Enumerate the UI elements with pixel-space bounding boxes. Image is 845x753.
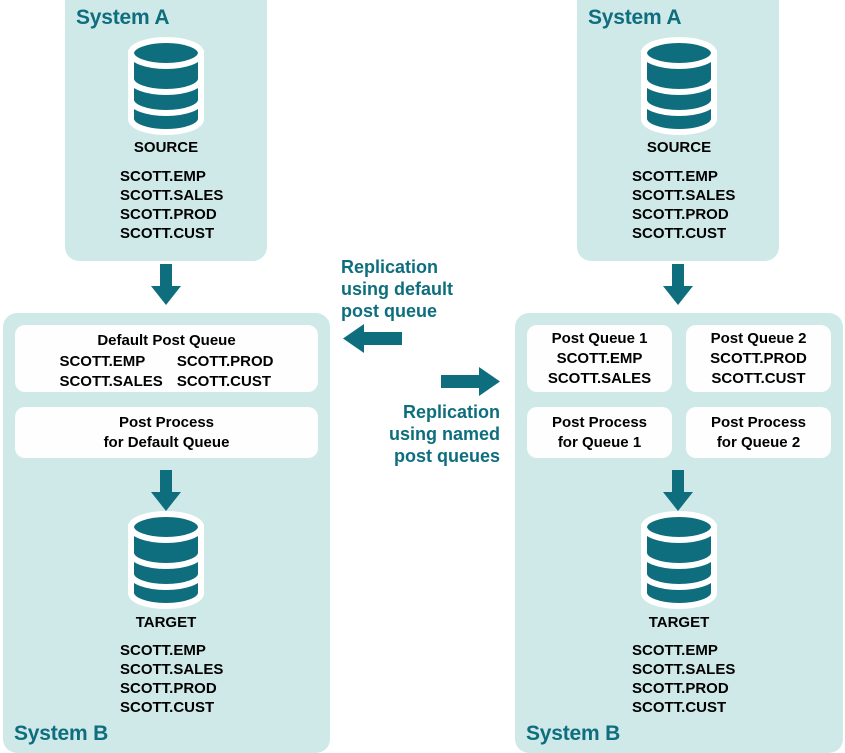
- table-name: SCOTT.CUST: [711, 369, 806, 387]
- default-queue-column-2: SCOTT.PROD SCOTT.CUST: [177, 352, 274, 392]
- left-target-db-name: TARGET: [135, 614, 197, 631]
- post-queue-2-card: Post Queue 2 SCOTT.PROD SCOTT.CUST: [686, 325, 831, 392]
- caption-line: Replication: [402, 402, 500, 422]
- table-name: SCOTT.PROD: [120, 206, 217, 223]
- right-target-db-name: TARGET: [648, 614, 710, 631]
- right-replication-arrow-icon: [440, 367, 500, 396]
- default-post-queue-card: Default Post Queue SCOTT.EMP SCOTT.SALES…: [15, 325, 318, 392]
- left-replication-caption: Replication using default post queue: [341, 256, 453, 322]
- right-queue-to-target-arrow: [662, 470, 694, 512]
- right-system-a-label: System A: [588, 6, 682, 29]
- table-name: SCOTT.SALES: [120, 661, 224, 678]
- left-source-table-list: SCOTT.EMP SCOTT.SALES SCOTT.PROD SCOTT.C…: [120, 167, 223, 243]
- post-process-line-1: Post Process: [551, 413, 648, 431]
- table-name: SCOTT.EMP: [120, 642, 206, 659]
- right-source-to-queue-arrow: [662, 264, 694, 306]
- post-queue-1-title: Post Queue 1: [551, 329, 648, 347]
- table-name: SCOTT.PROD: [176, 353, 274, 370]
- table-name: SCOTT.SALES: [547, 369, 652, 387]
- right-source-table-list: SCOTT.EMP SCOTT.SALES SCOTT.PROD SCOTT.C…: [632, 167, 735, 243]
- caption-line: post queue: [341, 301, 438, 321]
- default-post-process-card: Post Process for Default Queue: [15, 407, 318, 458]
- table-name: SCOTT.PROD: [710, 349, 807, 367]
- table-name: SCOTT.CUST: [120, 699, 215, 716]
- table-name: SCOTT.EMP: [556, 349, 643, 367]
- right-target-database-icon: [638, 510, 720, 610]
- table-name: SCOTT.PROD: [632, 206, 729, 223]
- post-process-line-2: for Queue 2: [716, 433, 801, 451]
- default-queue-column-1: SCOTT.EMP SCOTT.SALES: [59, 352, 162, 392]
- left-source-to-queue-arrow: [150, 264, 182, 306]
- table-name: SCOTT.PROD: [632, 680, 729, 697]
- left-system-b-label: System B: [14, 722, 109, 745]
- caption-line: using named: [388, 424, 500, 444]
- post-process-line-2: for Default Queue: [103, 433, 230, 451]
- left-source-database-icon: [125, 36, 207, 136]
- table-name: SCOTT.EMP: [632, 642, 718, 659]
- post-queue-1-card: Post Queue 1 SCOTT.EMP SCOTT.SALES: [527, 325, 672, 392]
- left-source-db-name: SOURCE: [133, 139, 199, 156]
- table-name: SCOTT.EMP: [59, 353, 146, 370]
- caption-line: using default: [341, 279, 453, 299]
- post-process-queue-1-card: Post Process for Queue 1: [527, 407, 672, 458]
- left-target-table-list: SCOTT.EMP SCOTT.SALES SCOTT.PROD SCOTT.C…: [120, 641, 223, 717]
- right-source-database-icon: [638, 36, 720, 136]
- table-name: SCOTT.CUST: [120, 225, 215, 242]
- table-name: SCOTT.SALES: [632, 187, 736, 204]
- right-source-db-name: SOURCE: [646, 139, 712, 156]
- left-system-a-label: System A: [76, 6, 170, 29]
- table-name: SCOTT.CUST: [632, 699, 727, 716]
- table-name: SCOTT.EMP: [632, 168, 718, 185]
- table-name: SCOTT.SALES: [59, 373, 163, 390]
- right-target-table-list: SCOTT.EMP SCOTT.SALES SCOTT.PROD SCOTT.C…: [632, 641, 735, 717]
- table-name: SCOTT.CUST: [176, 373, 271, 390]
- table-name: SCOTT.CUST: [632, 225, 727, 242]
- caption-line: post queues: [393, 446, 500, 466]
- post-queue-2-title: Post Queue 2: [710, 329, 807, 347]
- right-replication-caption: Replication using named post queues: [320, 401, 500, 467]
- left-replication-arrow-icon: [343, 324, 403, 353]
- left-target-database-icon: [125, 510, 207, 610]
- post-process-line-1: Post Process: [710, 413, 807, 431]
- left-queue-to-target-arrow: [150, 470, 182, 512]
- table-name: SCOTT.PROD: [120, 680, 217, 697]
- post-process-queue-2-card: Post Process for Queue 2: [686, 407, 831, 458]
- post-process-line-1: Post Process: [118, 413, 215, 431]
- right-system-b-label: System B: [526, 722, 621, 745]
- table-name: SCOTT.SALES: [632, 661, 736, 678]
- default-post-queue-title: Default Post Queue: [97, 332, 236, 349]
- table-name: SCOTT.EMP: [120, 168, 206, 185]
- post-process-line-2: for Queue 1: [557, 433, 642, 451]
- table-name: SCOTT.SALES: [120, 187, 224, 204]
- caption-line: Replication: [341, 257, 439, 277]
